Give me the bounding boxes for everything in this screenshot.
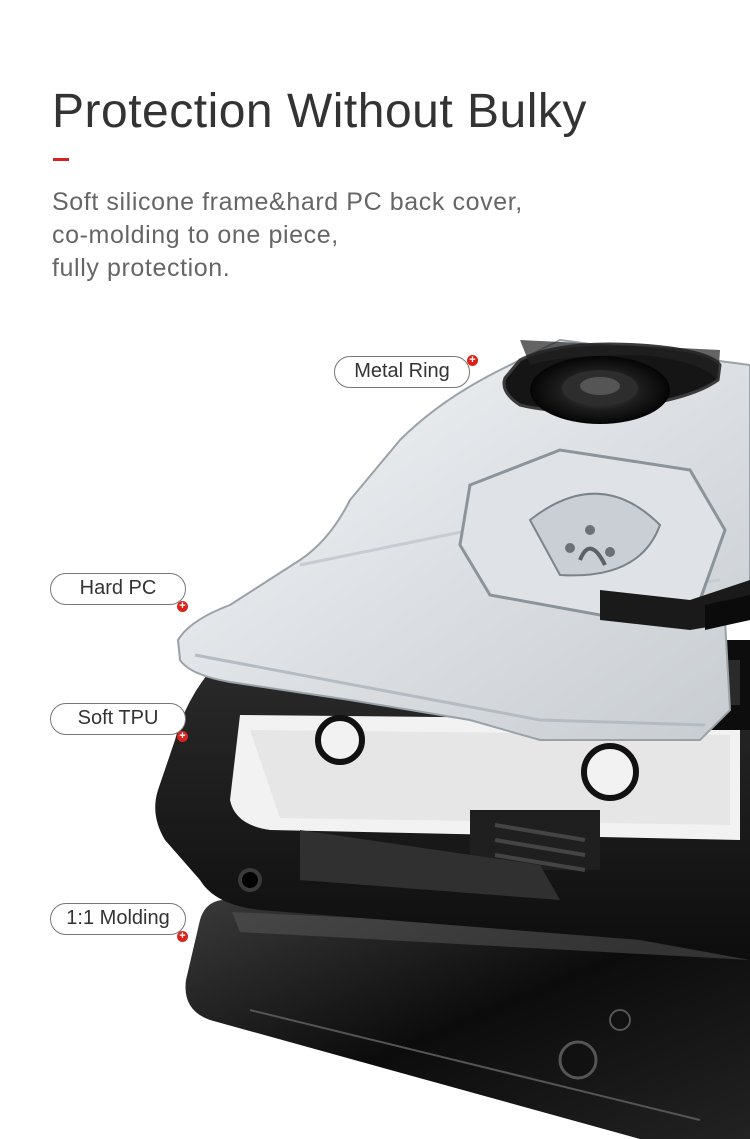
plus-marker-icon: + <box>177 601 188 612</box>
callout-label: Metal Ring <box>354 360 450 382</box>
description-line: co-molding to one piece, <box>52 221 339 249</box>
exploded-case-illustration <box>0 320 750 1139</box>
callout-label: Hard PC <box>79 577 157 599</box>
callout-label: 1:1 Molding <box>66 907 170 929</box>
plus-marker-icon: + <box>177 731 188 742</box>
metal-ring <box>502 340 722 424</box>
callout-hard-pc: Hard PC <box>50 573 186 605</box>
plus-marker-icon: + <box>177 931 188 942</box>
title-accent-divider <box>53 158 69 161</box>
callout-molding: 1:1 Molding <box>50 903 186 935</box>
phone-body <box>185 900 750 1139</box>
callout-metal-ring: Metal Ring <box>334 356 470 388</box>
description-line: Soft silicone frame&hard PC back cover, <box>52 188 523 216</box>
callout-soft-tpu: Soft TPU <box>50 703 186 735</box>
callout-label: Soft TPU <box>77 707 159 729</box>
description-line: fully protection. <box>52 254 231 282</box>
feature-description: Soft silicone frame&hard PC back cover, … <box>52 186 523 285</box>
page-title: Protection Without Bulky <box>52 85 587 138</box>
plus-marker-icon: + <box>467 355 478 366</box>
hard-pc-cover <box>176 338 750 741</box>
